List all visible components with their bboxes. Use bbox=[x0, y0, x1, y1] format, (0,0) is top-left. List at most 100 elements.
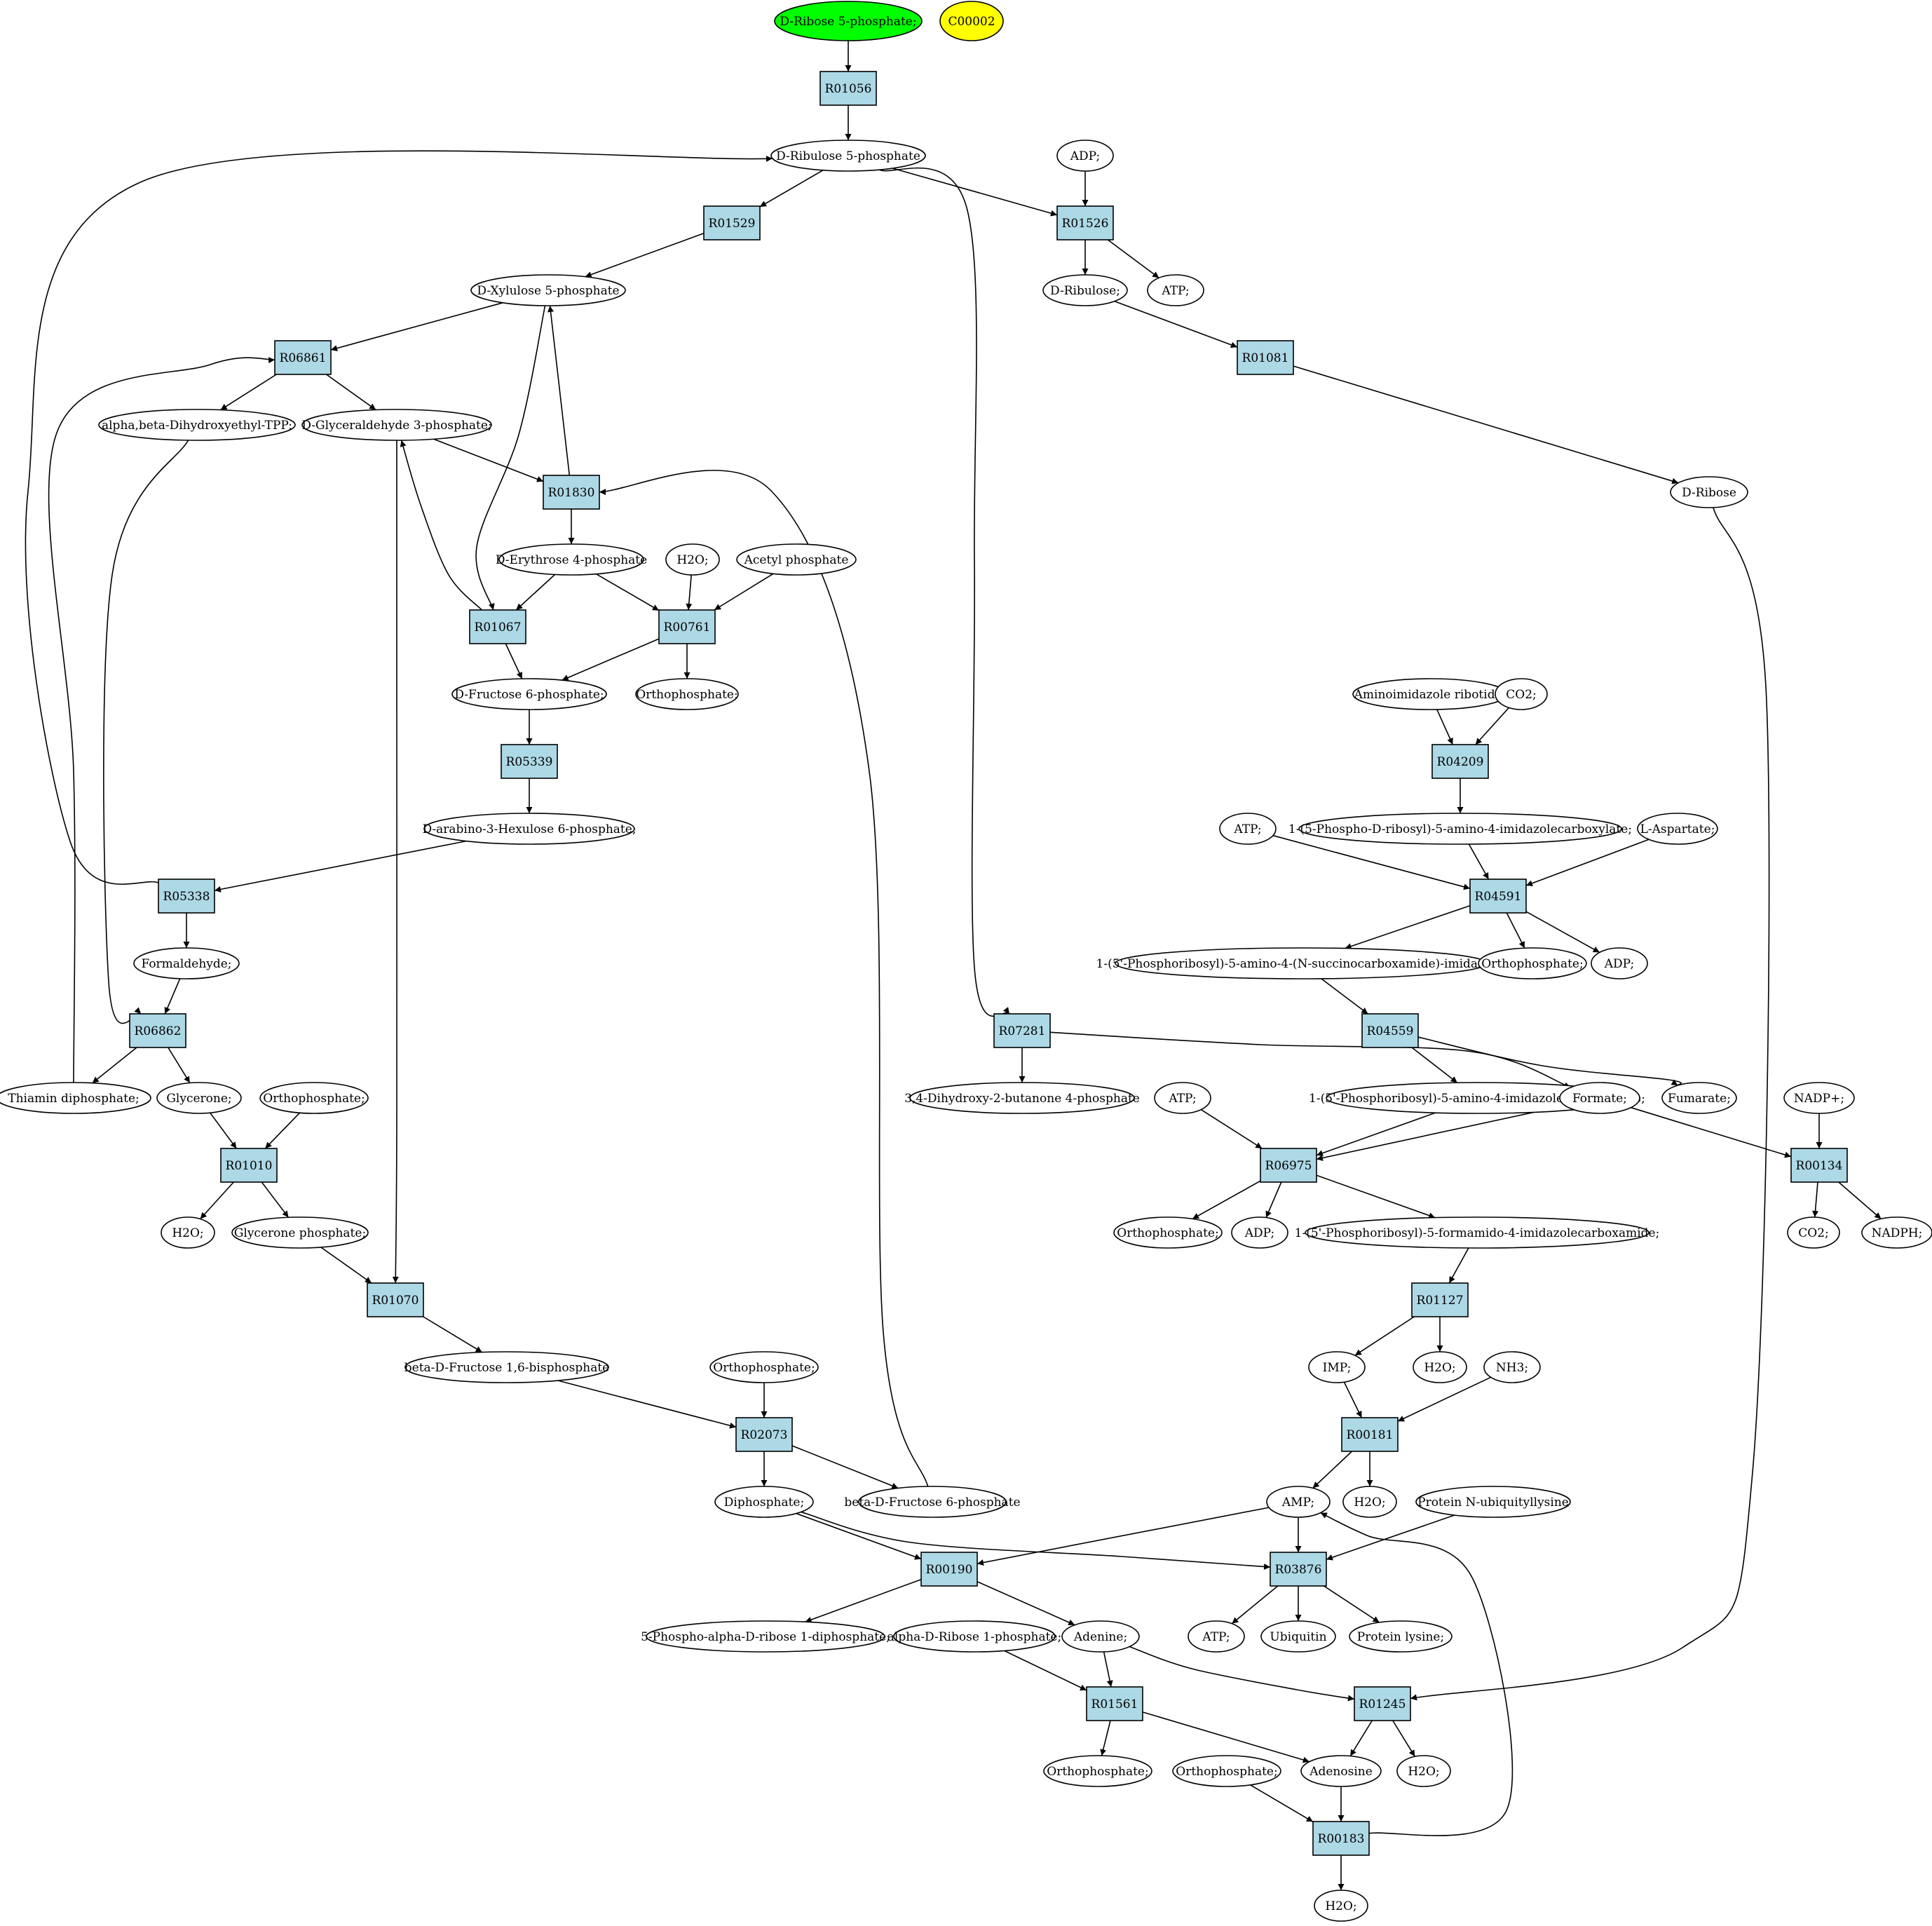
compound-ellipse bbox=[1559, 1082, 1640, 1114]
compound-node-pi7[interactable]: Orthophosphate; bbox=[1172, 1755, 1281, 1787]
compound-node-de4p[interactable]: D-Erythrose 4-phosphate bbox=[496, 543, 647, 576]
compound-node-pi3[interactable]: Orthophosphate; bbox=[259, 1082, 369, 1114]
compound-node-dhbp[interactable]: 3,4-Dihydroxy-2-butanone 4-phosphate bbox=[904, 1082, 1140, 1114]
compound-node-co2b[interactable]: CO2; bbox=[1787, 1216, 1840, 1249]
reaction-node-R01526[interactable]: R01526 bbox=[1056, 205, 1114, 240]
compound-node-abdtpp[interactable]: alpha,beta-Dihydroxyethyl-TPP; bbox=[98, 409, 296, 441]
compound-node-faicar[interactable]: 1-(5'-Phosphoribosyl)-5-formamido-4-imid… bbox=[1295, 1216, 1660, 1249]
compound-node-bdf16bp[interactable]: beta-D-Fructose 1,6-bisphosphate bbox=[404, 1351, 609, 1383]
compound-node-adp1[interactable]: ADP; bbox=[1056, 140, 1114, 172]
reaction-node-R01529[interactable]: R01529 bbox=[703, 205, 761, 240]
compound-node-nh3[interactable]: NH3; bbox=[1483, 1351, 1541, 1383]
compound-ellipse bbox=[1061, 1620, 1140, 1653]
compound-node-cair[interactable]: 1-(5-Phospho-D-ribosyl)-5-amino-4-imidaz… bbox=[1288, 813, 1632, 845]
compound-node-air[interactable]: Aminoimidazole ribotide; bbox=[1352, 678, 1508, 710]
reaction-node-R01067[interactable]: R01067 bbox=[469, 609, 526, 644]
compound-node-pi5[interactable]: Orthophosphate; bbox=[709, 1351, 819, 1383]
compound-node-h2o2[interactable]: H2O; bbox=[161, 1216, 215, 1249]
compound-node-h2o3[interactable]: H2O; bbox=[1413, 1351, 1467, 1383]
reaction-node-R06861[interactable]: R06861 bbox=[274, 340, 332, 375]
compound-node-ubiquitin[interactable]: Ubiquitin bbox=[1260, 1620, 1336, 1653]
edge-c_nh3-to-R00181 bbox=[1397, 1376, 1492, 1422]
compound-node-bdf6p[interactable]: beta-D-Fructose 6-phosphate bbox=[844, 1486, 1021, 1518]
compound-node-thdp[interactable]: Thiamin diphosphate; bbox=[0, 1082, 151, 1114]
compound-node-glycerone[interactable]: Glycerone; bbox=[156, 1082, 242, 1114]
compound-node-dribose[interactable]: D-Ribose bbox=[1670, 476, 1748, 508]
reaction-node-R01561[interactable]: R01561 bbox=[1086, 1686, 1143, 1721]
compound-node-hcho[interactable]: Formaldehyde; bbox=[133, 947, 240, 979]
compound-node-protub[interactable]: Protein N-ubiquityllysine bbox=[1415, 1486, 1571, 1518]
reaction-node-R06862[interactable]: R06862 bbox=[129, 1013, 186, 1048]
compound-node-nadph[interactable]: NADPH; bbox=[1861, 1216, 1932, 1249]
compound-node-c00002[interactable]: C00002 bbox=[939, 1, 1004, 41]
reaction-node-R04591[interactable]: R04591 bbox=[1469, 879, 1527, 914]
compound-node-adenosine[interactable]: Adenosine bbox=[1300, 1755, 1382, 1787]
compound-node-adenine[interactable]: Adenine; bbox=[1061, 1620, 1140, 1653]
compound-node-h2o6[interactable]: H2O; bbox=[1314, 1890, 1368, 1922]
compound-node-prpp[interactable]: 5-Phospho-alpha-D-ribose 1-diphosphate; bbox=[641, 1620, 890, 1653]
reaction-node-R01010[interactable]: R01010 bbox=[220, 1148, 278, 1183]
compound-ellipse bbox=[858, 1486, 1007, 1518]
compound-node-adp2[interactable]: ADP; bbox=[1591, 947, 1648, 979]
reaction-node-R07281[interactable]: R07281 bbox=[993, 1013, 1051, 1048]
compound-node-atp1[interactable]: ATP; bbox=[1147, 274, 1204, 306]
reaction-node-R00761[interactable]: R00761 bbox=[658, 609, 716, 644]
compound-node-formate[interactable]: Formate; bbox=[1559, 1082, 1640, 1114]
reaction-node-R04559[interactable]: R04559 bbox=[1361, 1013, 1419, 1048]
compound-node-dr5p[interactable]: D-Ribose 5-phosphate; bbox=[774, 1, 923, 41]
compound-ellipse bbox=[714, 1486, 814, 1518]
reaction-node-R00134[interactable]: R00134 bbox=[1790, 1148, 1848, 1183]
compound-node-dg3p[interactable]: D-Glyceraldehyde 3-phosphate; bbox=[301, 409, 492, 441]
compound-node-saicar[interactable]: 1-(5'-Phosphoribosyl)-5-amino-4-(N-succi… bbox=[1096, 947, 1506, 979]
reaction-node-R01830[interactable]: R01830 bbox=[543, 475, 600, 510]
compound-label: Orthophosphate; bbox=[1176, 1765, 1277, 1779]
reaction-box bbox=[1056, 205, 1114, 240]
reaction-node-R01127[interactable]: R01127 bbox=[1411, 1282, 1469, 1317]
compound-node-dxu5p[interactable]: D-Xylulose 5-phosphate bbox=[470, 274, 626, 306]
compound-node-protlys[interactable]: Protein lysine; bbox=[1349, 1620, 1453, 1653]
reaction-node-R00181[interactable]: R00181 bbox=[1341, 1417, 1399, 1452]
compound-node-atp2[interactable]: ATP; bbox=[1219, 813, 1277, 845]
reaction-node-R02073[interactable]: R02073 bbox=[735, 1417, 793, 1452]
reaction-node-R01056[interactable]: R01056 bbox=[819, 71, 877, 106]
compound-node-asp[interactable]: L-Aspartate; bbox=[1637, 813, 1718, 845]
compound-node-nadp[interactable]: NADP+; bbox=[1783, 1082, 1855, 1114]
compound-node-pi1[interactable]: Orthophosphate; bbox=[635, 678, 739, 710]
reaction-node-R00190[interactable]: R00190 bbox=[920, 1552, 978, 1587]
compound-node-imp[interactable]: IMP; bbox=[1308, 1351, 1366, 1383]
reaction-node-R05338[interactable]: R05338 bbox=[158, 879, 215, 914]
compound-node-fumarate[interactable]: Fumarate; bbox=[1661, 1082, 1737, 1114]
reaction-box bbox=[1260, 1148, 1317, 1183]
reaction-node-R00183[interactable]: R00183 bbox=[1312, 1821, 1370, 1856]
compound-node-dribulose[interactable]: D-Ribulose; bbox=[1042, 274, 1128, 306]
compound-node-pi4[interactable]: Orthophosphate; bbox=[1113, 1216, 1223, 1249]
compound-node-ppi[interactable]: Diphosphate; bbox=[714, 1486, 814, 1518]
compound-node-dru5p[interactable]: D-Ribulose 5-phosphate bbox=[770, 140, 926, 172]
reaction-node-R03876[interactable]: R03876 bbox=[1270, 1552, 1327, 1587]
compound-node-h2o4[interactable]: H2O; bbox=[1342, 1486, 1397, 1518]
compound-node-pi6[interactable]: Orthophosphate; bbox=[1043, 1755, 1152, 1787]
reaction-node-R04209[interactable]: R04209 bbox=[1431, 744, 1489, 779]
compound-node-h2o1[interactable]: H2O; bbox=[665, 543, 720, 576]
reaction-label: R06975 bbox=[1265, 1159, 1312, 1173]
compound-node-adp3[interactable]: ADP; bbox=[1231, 1216, 1288, 1249]
reaction-node-R01070[interactable]: R01070 bbox=[367, 1282, 424, 1317]
edge-c_dru5p-to-R01529 bbox=[759, 170, 824, 208]
compound-node-acetylp[interactable]: Acetyl phosphate bbox=[736, 543, 857, 576]
edge-R00761-to-c_df6p bbox=[562, 638, 660, 681]
compound-node-atp3[interactable]: ATP; bbox=[1154, 1082, 1211, 1114]
compound-node-dah6p[interactable]: D-arabino-3-Hexulose 6-phosphate; bbox=[422, 813, 637, 845]
compound-node-glyp[interactable]: Glycerone phosphate; bbox=[231, 1216, 369, 1249]
reaction-node-R05339[interactable]: R05339 bbox=[501, 744, 558, 779]
compound-node-h2o5[interactable]: H2O; bbox=[1396, 1755, 1451, 1787]
compound-ellipse bbox=[774, 1, 923, 41]
reaction-node-R01081[interactable]: R01081 bbox=[1237, 340, 1294, 375]
compound-node-atp4[interactable]: ATP; bbox=[1188, 1620, 1245, 1653]
compound-node-adr1p[interactable]: alpha-D-Ribose 1-phosphate; bbox=[887, 1620, 1061, 1653]
compound-node-pi2[interactable]: Orthophosphate; bbox=[1478, 947, 1587, 979]
compound-node-df6p[interactable]: D-Fructose 6-phosphate; bbox=[451, 678, 607, 710]
reaction-node-R01245[interactable]: R01245 bbox=[1354, 1686, 1411, 1721]
compound-node-co2a[interactable]: CO2; bbox=[1495, 678, 1548, 710]
reaction-node-R06975[interactable]: R06975 bbox=[1260, 1148, 1317, 1183]
compound-node-amp[interactable]: AMP; bbox=[1266, 1486, 1331, 1518]
